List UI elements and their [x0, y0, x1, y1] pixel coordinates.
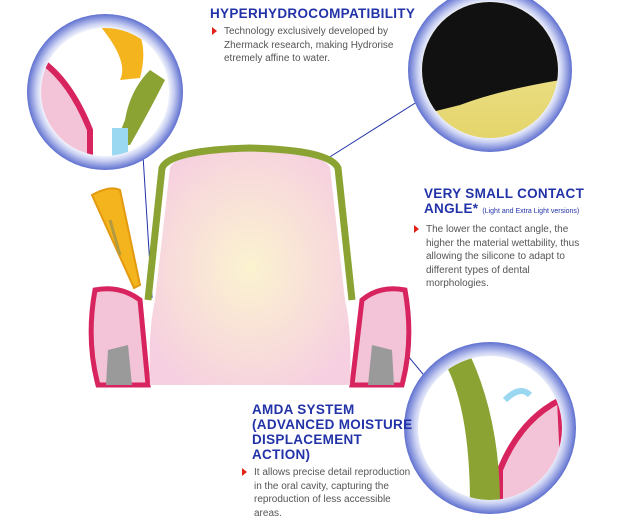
silicone-layer: [144, 144, 356, 301]
bullet-icon: [414, 225, 419, 233]
section-title: AMDA SYSTEM (ADVANCED MOISTURE DISPLACEM…: [252, 402, 413, 462]
section-text: It allows precise detail reproduction in…: [254, 467, 411, 519]
tooth-preparation: [149, 150, 351, 385]
section-amda: AMDA SYSTEM (ADVANCED MOISTURE DISPLACEM…: [242, 402, 417, 520]
bullet-icon: [242, 468, 247, 476]
section-hyperhydrocompatibility: HYPERHYDROCOMPATIBILITY Technology exclu…: [210, 6, 430, 66]
section-text: Technology exclusively developed by Zher…: [224, 26, 394, 64]
detail-circle-amda: [404, 342, 576, 514]
syringe-tip: [90, 187, 142, 290]
gum-right: [349, 286, 412, 388]
detail-circle-contact-angle: [408, 0, 572, 152]
gum-left: [88, 286, 151, 388]
bullet-icon: [212, 27, 217, 35]
section-contact-angle: VERY SMALL CONTACT ANGLE* (Light and Ext…: [414, 186, 620, 291]
section-text: The lower the contact angle, the higher …: [426, 224, 580, 289]
section-note: (Light and Extra Light versions): [482, 208, 580, 215]
detail-circle-hyperhydro: [27, 14, 183, 170]
section-title: HYPERHYDROCOMPATIBILITY: [210, 6, 416, 21]
section-title: VERY SMALL CONTACT ANGLE*: [424, 186, 585, 216]
